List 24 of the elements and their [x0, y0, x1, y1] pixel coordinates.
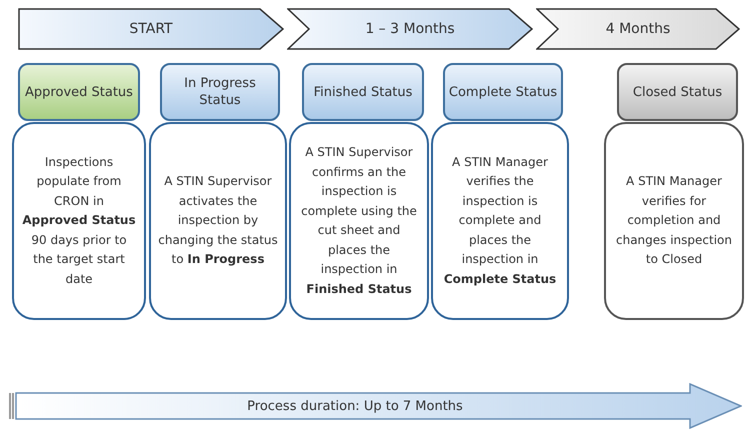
- status-header-box: [302, 63, 424, 121]
- description-text: A STIN Supervisor confirms an the inspection is complete using the cut sheet and places the inspection in Finished Status: [300, 144, 418, 298]
- phase-label: START: [129, 21, 173, 37]
- phase-label: 1 – 3 Months: [365, 21, 455, 37]
- status-label: Approved Status: [25, 84, 133, 100]
- status-header-box: [617, 63, 738, 121]
- duration-label: Process duration: Up to 7 Months: [247, 398, 463, 414]
- status-description-box: [149, 122, 287, 320]
- status-header-box: [160, 63, 280, 121]
- status-label: Closed Status: [632, 84, 722, 100]
- status-label: In Progress Status: [183, 75, 257, 109]
- phase-label: 4 Months: [606, 21, 670, 37]
- status-label: Complete Status: [448, 84, 558, 100]
- description-text: Inspections populate from CRON in Approved Status 90 days prior to the target start date: [21, 154, 137, 288]
- description-text: A STIN Manager verifies the inspection is complete and places the inspection in Complete Status: [442, 154, 558, 288]
- status-description-box: [289, 122, 429, 320]
- status-header-box: [18, 63, 140, 121]
- status-label: Finished Status: [314, 84, 412, 100]
- description-text: A STIN Supervisor activates the inspection by changing the status to In Progress: [157, 173, 279, 268]
- status-description-box: [431, 122, 569, 320]
- description-text: A STIN Manager verifies for completion and changes inspection to Closed: [614, 173, 733, 268]
- status-description-box: [604, 122, 744, 320]
- status-header-box: [443, 63, 563, 121]
- status-description-box: [12, 122, 146, 320]
